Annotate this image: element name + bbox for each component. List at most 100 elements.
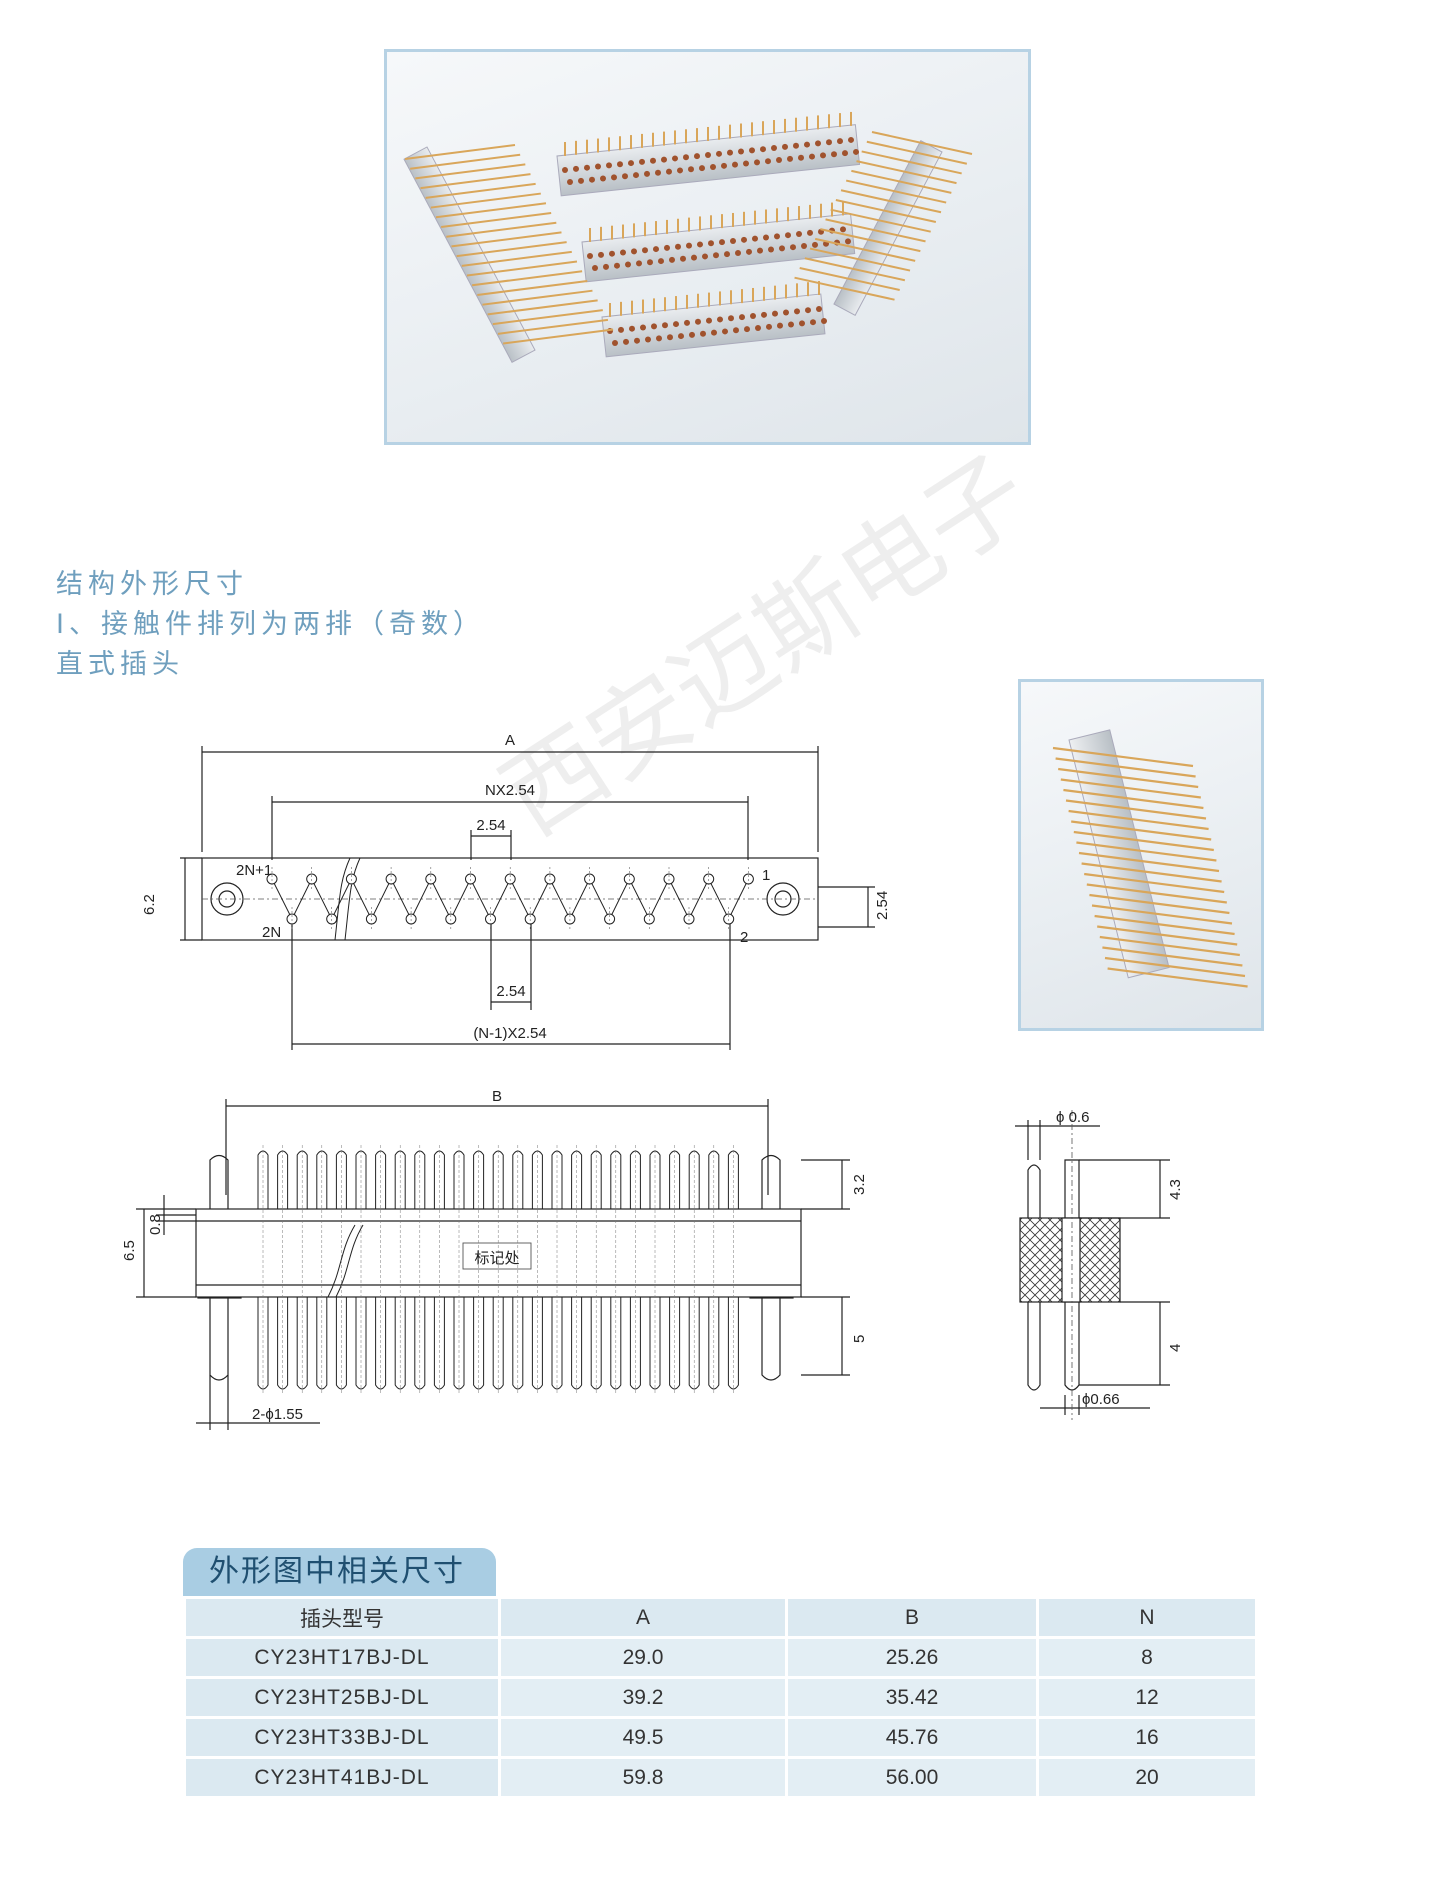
- pin-bottom: [355, 1297, 367, 1390]
- photo-contact: [732, 161, 738, 168]
- dim-holes-label: 2-ϕ1.55: [252, 1406, 303, 1423]
- photo-contact: [653, 246, 659, 253]
- photo-contact: [853, 148, 859, 155]
- photo-contact: [680, 255, 686, 262]
- photo-pin: [487, 299, 598, 316]
- photo-contact: [845, 238, 851, 245]
- cell-N: 16: [1039, 1719, 1255, 1756]
- photo-pin: [1063, 788, 1204, 810]
- photo-contact: [711, 329, 717, 336]
- photo-contact: [779, 245, 785, 252]
- photo-contact: [688, 166, 694, 173]
- photo-contact: [666, 168, 672, 175]
- photo-pin: [835, 199, 937, 223]
- photo-contact: [733, 327, 739, 334]
- photo-pin: [461, 250, 572, 267]
- photo-contact: [796, 231, 802, 238]
- photo-contact: [647, 259, 653, 266]
- photo-contact: [598, 251, 604, 258]
- photo-contact: [673, 321, 679, 328]
- dim-phi066-label: ϕ0.66: [1082, 1391, 1120, 1408]
- photo-contact: [763, 234, 769, 241]
- mark-location-label: 标记处: [474, 1250, 519, 1267]
- photo-pin: [446, 221, 557, 238]
- photo-contact: [639, 158, 645, 165]
- photo-contact: [782, 143, 788, 150]
- photo-pin: [814, 237, 916, 262]
- photo-pin: [451, 231, 562, 248]
- side-view-drawing: ϕ 0.6 4.3 4 ϕ0.66: [1015, 1109, 1184, 1420]
- photo-contact: [727, 149, 733, 156]
- photo-contact: [760, 146, 766, 153]
- photo-contact: [738, 148, 744, 155]
- photo-contact: [592, 265, 598, 271]
- photo-pin: [804, 257, 906, 282]
- photo-pin: [851, 169, 952, 194]
- pin-bottom: [414, 1297, 426, 1390]
- photo-pin: [1081, 862, 1222, 883]
- pin-bottom: [688, 1297, 700, 1390]
- photo-pin: [825, 218, 926, 243]
- pin-bottom: [649, 1297, 661, 1390]
- photo-contact: [799, 320, 805, 327]
- photo-contact: [820, 152, 826, 159]
- photo-pin: [466, 260, 578, 277]
- photo-contact: [793, 142, 799, 149]
- photo-contact: [618, 326, 624, 333]
- cell-model: CY23HT17BJ-DL: [186, 1639, 498, 1676]
- pin-bottom: [531, 1297, 543, 1390]
- cell-N: 12: [1039, 1679, 1255, 1716]
- table-row: CY23HT17BJ-DL 29.0 25.26 8: [186, 1639, 1255, 1676]
- photo-contact: [728, 315, 734, 322]
- photo-contact: [603, 263, 609, 270]
- photo-contact: [683, 154, 689, 161]
- photo-pin: [482, 289, 593, 306]
- connector-single-illustration: [1052, 729, 1248, 988]
- photo-contact: [656, 335, 662, 342]
- photo-pin: [404, 144, 516, 160]
- cell-B: 35.42: [788, 1679, 1036, 1716]
- cell-B: 56.00: [788, 1759, 1036, 1796]
- photo-pin: [1091, 904, 1233, 925]
- photo-pin: [430, 192, 541, 209]
- cell-model: CY23HT25BJ-DL: [186, 1679, 498, 1716]
- photo-pin: [1073, 830, 1214, 852]
- photo-contact: [730, 237, 736, 244]
- photo-pin: [1052, 746, 1194, 768]
- photo-pin: [856, 160, 957, 185]
- pin-bottom: [296, 1297, 308, 1390]
- photo-contact: [752, 235, 758, 242]
- photo-contact: [699, 165, 705, 172]
- dim-height-label: 6.2: [141, 894, 158, 915]
- photo-contact: [620, 249, 626, 256]
- photo-pin: [861, 150, 962, 175]
- photo-pin: [1065, 799, 1207, 820]
- photo-contact: [787, 155, 793, 162]
- header-B: B: [788, 1599, 1036, 1636]
- photo-contact: [702, 253, 708, 260]
- photo-contact: [669, 256, 675, 263]
- photo-contact: [761, 311, 767, 318]
- photo-contact: [664, 244, 670, 251]
- photo-contact: [826, 139, 832, 146]
- photo-pin: [472, 270, 583, 287]
- product-photo-right: [1018, 679, 1264, 1031]
- photo-pin: [1078, 851, 1220, 873]
- pin-bottom: [610, 1297, 622, 1390]
- photo-contact: [650, 157, 656, 164]
- photo-contact: [578, 177, 584, 184]
- table-title: 外形图中相关尺寸: [183, 1548, 496, 1596]
- photo-pin: [1068, 809, 1209, 831]
- photo-contact: [721, 162, 727, 169]
- photo-contact: [757, 247, 763, 254]
- section-subheading-type: 直式插头: [56, 649, 184, 680]
- cell-A: 59.8: [501, 1759, 785, 1796]
- photo-contact: [749, 147, 755, 154]
- section-subheading: Ⅰ、接触件排列为两排（奇数）: [56, 609, 485, 640]
- pin-bottom: [629, 1297, 641, 1390]
- photo-contact: [644, 170, 650, 177]
- dim-5-label: 5: [851, 1335, 868, 1343]
- photo-contact: [606, 162, 612, 169]
- photo-contact: [776, 157, 782, 164]
- photo-contact: [804, 141, 810, 148]
